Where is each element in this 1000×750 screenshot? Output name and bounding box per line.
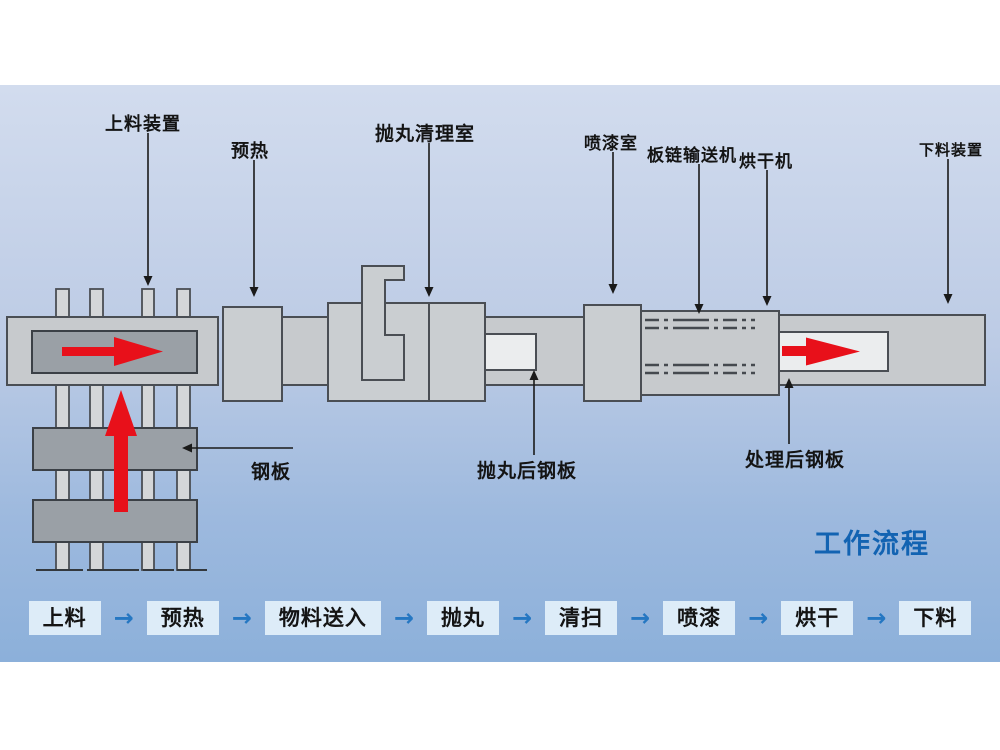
red-arrow-right-2: [782, 337, 860, 366]
blast-room-hook: [361, 265, 405, 381]
label-steel-plate: 钢板: [250, 461, 292, 483]
flow-arrow-icon: →: [113, 604, 134, 632]
flow-step-feed: 物料送入: [264, 601, 381, 635]
chain-conveyor-box: [637, 310, 780, 396]
label-chain-conveyor: 板链输送机: [647, 146, 737, 166]
flow-step-blast: 抛丸: [426, 601, 499, 635]
label-blast-room: 抛丸清理室: [374, 123, 476, 145]
preheat-box: [222, 306, 283, 402]
flow-step-dry: 烘干: [781, 601, 854, 635]
flow-step-paint: 喷漆: [663, 601, 736, 635]
blast-room-box: [327, 302, 486, 402]
flow-arrow-icon: →: [511, 604, 533, 632]
flow-step-loading: 上料: [28, 601, 101, 635]
blasted-plate-shape: [484, 333, 537, 371]
flow-arrow-icon: →: [748, 604, 769, 632]
flow-arrow-icon: →: [866, 604, 887, 632]
label-unloading-device: 下料装置: [918, 141, 984, 159]
label-dryer: 烘干机: [739, 152, 793, 172]
flow-step-unload: 下料: [899, 601, 972, 635]
red-arrow-up: [105, 390, 137, 512]
label-loading-device: 上料装置: [105, 114, 181, 135]
flow-arrow-icon: →: [231, 604, 252, 632]
chain-links: [645, 318, 755, 375]
paint-room-box: [583, 304, 642, 402]
flow-step-preheat: 预热: [146, 601, 219, 635]
flow-arrow-icon: →: [393, 604, 414, 632]
label-blasted-plate: 抛丸后钢板: [476, 460, 578, 482]
label-treated-plate: 处理后钢板: [744, 449, 846, 471]
label-preheat: 预热: [231, 141, 269, 162]
label-paint-room: 喷漆室: [584, 134, 638, 154]
workflow-steps-row: 上料 → 预热 → 物料送入 → 抛丸 → 清扫 → 喷漆 → 烘干 → 下料: [0, 601, 1000, 635]
flow-arrow-icon: →: [630, 604, 651, 632]
callout-arrows: [143, 133, 953, 455]
red-arrow-right-1: [62, 337, 163, 366]
workflow-title: 工作流程: [814, 529, 930, 560]
flow-step-clean: 清扫: [545, 601, 618, 635]
